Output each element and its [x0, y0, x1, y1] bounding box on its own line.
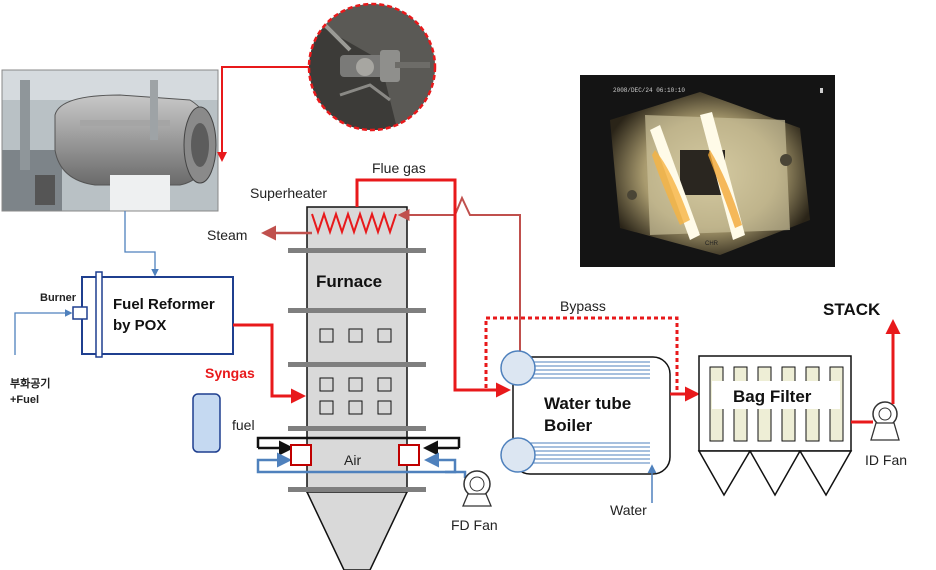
- flue-gas-label: Flue gas: [372, 160, 426, 176]
- furnace-label: Furnace: [316, 272, 382, 291]
- burner-port-left: [290, 444, 312, 466]
- photo-to-reformer-line: [124, 211, 159, 277]
- reformer-label-line2: by POX: [113, 317, 166, 334]
- boiler-label-line2: Boiler: [544, 416, 593, 435]
- fuel-reformer-unit: [72, 271, 234, 358]
- water-label: Water: [610, 502, 647, 518]
- furnace: [288, 206, 426, 570]
- bypass-line: [484, 316, 679, 391]
- id-fan-icon: [870, 401, 900, 441]
- steam-label: Steam: [207, 227, 247, 243]
- bag-filter: [697, 355, 853, 497]
- air-fuel-label-line1: 부화공기: [10, 376, 50, 390]
- syngas-line: [233, 323, 306, 404]
- camera-mark: CHR: [705, 241, 719, 247]
- id-fan-label: ID Fan: [865, 452, 907, 468]
- steam-return-line: [397, 195, 521, 362]
- air-fuel-inlet-line: [14, 309, 73, 355]
- burner-port-right: [398, 444, 420, 466]
- bypass-label: Bypass: [560, 298, 606, 314]
- fuel-tank: [192, 393, 221, 453]
- superheater-coil: [311, 210, 397, 236]
- boiler-label-line1: Water tube: [544, 394, 631, 413]
- air-label: Air: [344, 452, 361, 468]
- air-fuel-label-line2: +Fuel: [10, 394, 39, 406]
- air-loop: [256, 452, 467, 478]
- furnace-photo: [1, 69, 219, 212]
- photo-callout-line: [217, 66, 309, 162]
- burner-closeup-photo: [307, 2, 437, 132]
- flame-camera-photo: 2008/DEC/24 06:10:10 CHR: [580, 75, 835, 267]
- fd-fan-icon: [462, 470, 492, 507]
- bag-filter-label: Bag Filter: [733, 387, 812, 406]
- camera-timestamp: 2008/DEC/24 06:10:10: [613, 87, 685, 94]
- syngas-label: Syngas: [205, 365, 255, 381]
- reformer-label-line1: Fuel Reformer: [113, 296, 215, 313]
- burner-label: Burner: [40, 292, 77, 304]
- superheater-label: Superheater: [250, 185, 327, 201]
- flue-gas-line: [355, 178, 511, 398]
- stack-label: STACK: [823, 300, 881, 319]
- fd-fan-label: FD Fan: [451, 517, 498, 533]
- fuel-label: fuel: [232, 417, 255, 433]
- water-tube-boiler: [500, 350, 671, 475]
- fuel-loop: [256, 436, 461, 456]
